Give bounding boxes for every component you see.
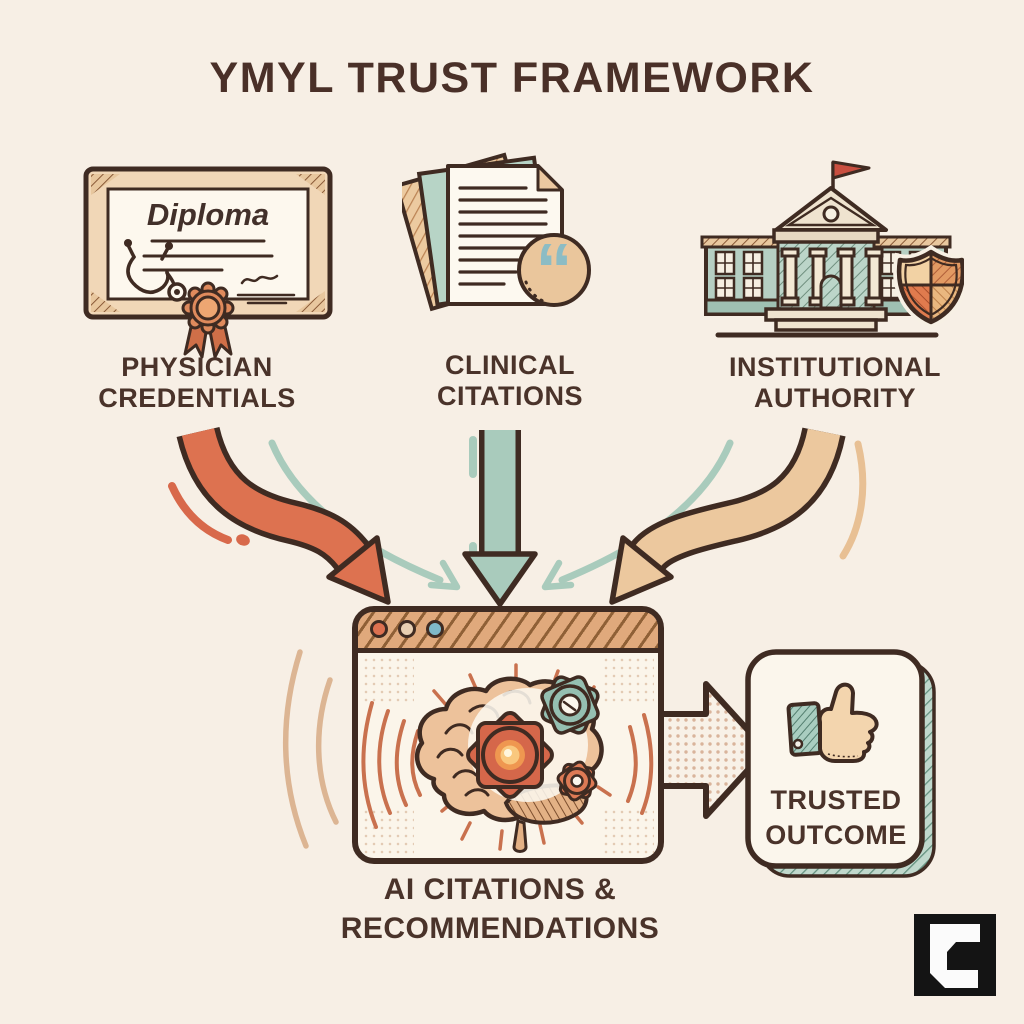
arrow-physician	[176, 426, 391, 605]
speckle	[602, 808, 654, 854]
gear-teal-icon	[540, 675, 600, 735]
arrow-clinical	[462, 430, 538, 607]
documents-quote-icon: “	[402, 152, 591, 312]
diploma-word: Diploma	[147, 197, 269, 232]
outcome-line: OUTCOME	[765, 820, 907, 850]
speckle	[362, 656, 414, 702]
c-logo-icon	[914, 914, 996, 996]
speckle	[602, 656, 654, 702]
diploma-icon: Diploma	[83, 166, 333, 359]
ai-citations-label: AI CITATIONS &RECOMMENDATIONS	[340, 873, 660, 945]
gear-large-icon	[466, 711, 554, 799]
brain-gears-icon	[361, 663, 654, 853]
flag-icon	[831, 160, 871, 192]
browser-titlebar	[358, 612, 658, 653]
arrow-institutional	[609, 426, 846, 605]
browser-dot-2	[398, 620, 416, 638]
shield-icon	[893, 244, 964, 329]
ribbon-seal-icon	[181, 281, 235, 359]
quote-badge-icon: “	[517, 228, 591, 311]
browser-dot-3	[426, 620, 444, 638]
page-title: YMYL TRUST FRAMEWORK	[209, 54, 815, 102]
browser-dot-1	[370, 620, 388, 638]
trusted-line: TRUSTED	[771, 785, 902, 815]
browser-window	[352, 606, 664, 864]
university-shield-icon	[700, 160, 964, 338]
trusted-outcome-box: TRUSTED OUTCOME	[745, 649, 936, 878]
gear-small-icon	[556, 760, 598, 802]
thumbs-up-icon	[786, 682, 879, 763]
svg-text:“: “	[536, 228, 573, 311]
stethoscope-icon	[123, 238, 187, 302]
